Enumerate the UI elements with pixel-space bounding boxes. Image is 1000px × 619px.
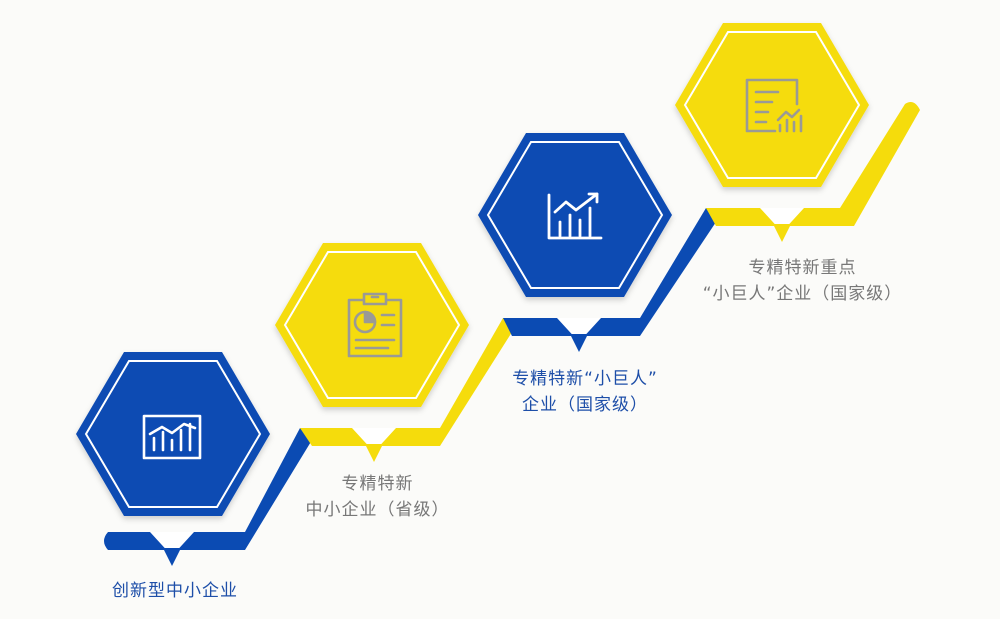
step-4-riser (840, 102, 920, 226)
step-3-label: 专精特新“小巨人” 企业（国家级） (490, 366, 680, 418)
step-3-label-line-2: 企业（国家级） (522, 395, 648, 415)
step-2-label-line-1: 专精特新 (341, 474, 414, 494)
step-3-marker-tip (570, 334, 588, 352)
bar-chart-icon (142, 414, 202, 460)
step-3-marker (557, 318, 601, 342)
step-2-hexagon (275, 243, 469, 407)
step-3-label-line-1: 专精特新“小巨人” (512, 369, 658, 389)
report-chart-icon (745, 78, 803, 133)
step-2-riser (440, 318, 512, 446)
step-3-riser (640, 208, 716, 336)
step-2-label-line-2: 中小企业（省级） (305, 500, 450, 520)
step-1-marker-tip (163, 548, 181, 566)
step-1-label-line: 创新型中小企业 (112, 581, 238, 601)
step-1-riser (245, 428, 312, 550)
clipboard-pie-chart-icon (347, 292, 403, 358)
step-2-label: 专精特新 中小企业（省级） (290, 471, 465, 523)
step-2-marker (352, 428, 396, 452)
step-1-marker (150, 532, 194, 556)
step-path (104, 102, 920, 566)
step-2-marker-tip (365, 444, 383, 462)
step-4-marker-tip (773, 224, 791, 242)
step-4-label-line-1: 专精特新重点 (748, 258, 857, 278)
step-1-hexagon (76, 352, 270, 516)
step-3-hexagon (478, 133, 672, 297)
step-4-marker (760, 208, 804, 232)
step-4-label-line-2: “小巨人”企业（国家级） (702, 284, 903, 304)
step-4-label: 专精特新重点 “小巨人”企业（国家级） (680, 255, 925, 307)
trend-up-chart-icon (547, 192, 603, 240)
step-4-hexagon (675, 23, 869, 187)
step-1-label: 创新型中小企业 (100, 578, 250, 604)
